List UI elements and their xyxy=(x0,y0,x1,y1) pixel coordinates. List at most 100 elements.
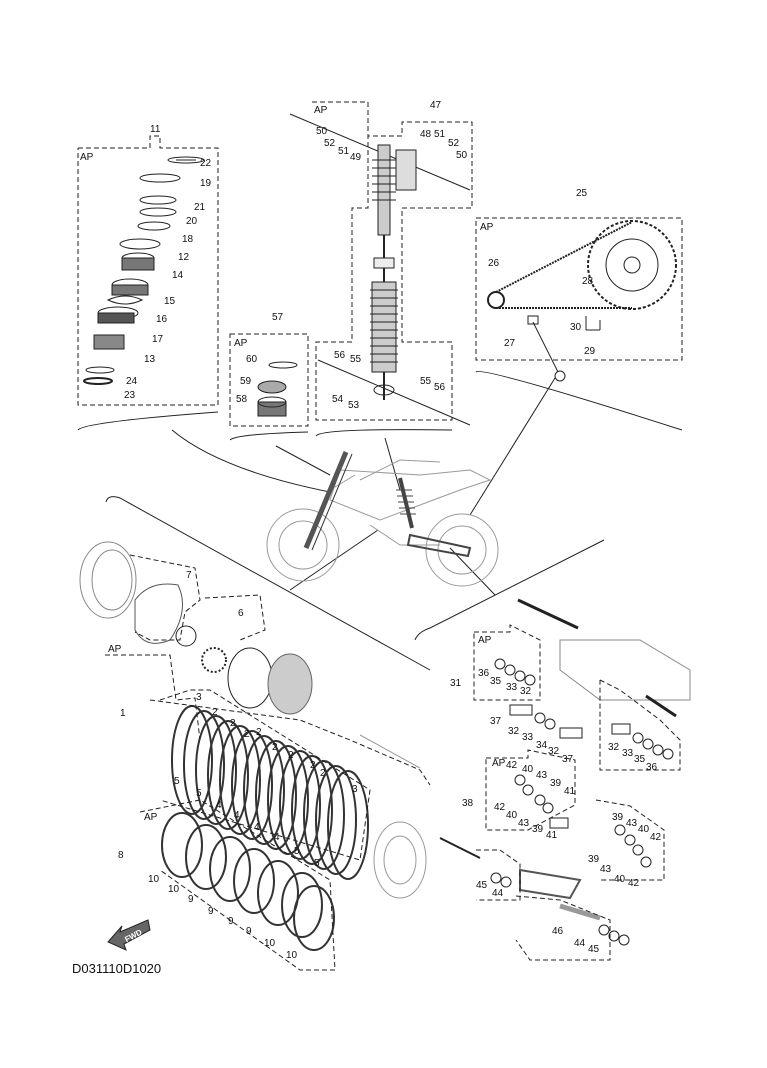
part-number-43-b: 43 xyxy=(518,818,530,829)
part-number-5-c: 5 xyxy=(294,846,300,857)
part-number-5-d: 5 xyxy=(314,858,320,869)
part-number-5-b: 5 xyxy=(196,788,202,799)
part-number-3-right: 3 xyxy=(352,784,358,795)
leader-lines xyxy=(171,377,556,596)
part-number-42-d: 42 xyxy=(628,878,640,889)
drive-chain-parts xyxy=(487,220,677,382)
part-number-29: 29 xyxy=(584,346,596,357)
part-number-47: 47 xyxy=(430,100,442,111)
part-number-59: 59 xyxy=(240,376,252,387)
panel-drive-chain xyxy=(475,217,683,361)
clutch-spring-rings xyxy=(175,625,313,715)
ap-label-47: AP xyxy=(314,105,328,116)
steering-bearing-parts xyxy=(257,361,298,417)
part-number-31: 31 xyxy=(450,678,462,689)
part-number-19: 19 xyxy=(200,178,212,189)
part-number-55-left: 55 xyxy=(350,354,362,365)
part-number-2-a: 2 xyxy=(212,707,218,718)
callout-brackets xyxy=(77,371,683,441)
part-number-40-c: 40 xyxy=(638,824,650,835)
part-number-32-d: 32 xyxy=(608,742,620,753)
part-number-6: 6 xyxy=(238,608,244,619)
link-bearing-parts xyxy=(490,658,674,946)
part-number-21: 21 xyxy=(194,202,206,213)
part-number-41-a: 41 xyxy=(564,786,576,797)
fork-seal-parts xyxy=(83,156,205,385)
part-number-10-c: 10 xyxy=(264,938,276,949)
part-number-46: 46 xyxy=(552,926,564,937)
part-number-2-d: 2 xyxy=(256,727,262,738)
panel-fork-seal-kit xyxy=(77,135,219,406)
part-number-10-b: 10 xyxy=(168,884,180,895)
part-number-10-a: 10 xyxy=(148,874,160,885)
part-number-45-b: 45 xyxy=(588,944,600,955)
ap-label-57: AP xyxy=(234,338,248,349)
part-number-2-e: 2 xyxy=(272,742,278,753)
part-number-9-b: 9 xyxy=(208,906,214,917)
part-number-2-h: 2 xyxy=(320,768,326,779)
part-number-40-a: 40 xyxy=(522,764,534,775)
part-number-4-a: 4 xyxy=(216,800,222,811)
front-fork xyxy=(303,451,353,551)
part-number-13: 13 xyxy=(144,354,156,365)
part-number-24: 24 xyxy=(126,376,138,387)
part-number-36-right: 36 xyxy=(646,762,658,773)
link-group-outlines xyxy=(473,624,681,961)
part-number-27: 27 xyxy=(504,338,516,349)
part-number-3-top: 3 xyxy=(196,692,202,703)
part-number-18: 18 xyxy=(182,234,194,245)
part-number-49: 49 xyxy=(350,152,362,163)
part-number-32-c: 32 xyxy=(548,746,560,757)
part-number-35-right: 35 xyxy=(634,754,646,765)
part-number-5-a: 5 xyxy=(174,776,180,787)
part-number-54: 54 xyxy=(332,394,344,405)
clutch-cover xyxy=(79,541,137,619)
part-number-4-d: 4 xyxy=(274,832,280,843)
part-number-42-a: 42 xyxy=(506,760,518,771)
part-number-57: 57 xyxy=(272,312,284,323)
part-number-42-b: 42 xyxy=(494,802,506,813)
drawing-code: D031110D1020 xyxy=(72,961,161,976)
part-number-11: 11 xyxy=(150,124,161,135)
part-number-14: 14 xyxy=(172,270,184,281)
fwd-arrow-icon xyxy=(107,919,151,951)
part-number-9-a: 9 xyxy=(188,894,194,905)
panel-steering-bearing xyxy=(229,333,309,427)
part-number-39-d: 39 xyxy=(588,854,600,865)
part-number-7: 7 xyxy=(186,570,192,581)
part-number-56-left: 56 xyxy=(334,350,346,361)
friction-plate-kit xyxy=(161,812,335,951)
clutch-gasket xyxy=(134,583,183,644)
part-number-32-a: 32 xyxy=(520,686,532,697)
part-number-26: 26 xyxy=(488,258,500,269)
part-number-32-b: 32 xyxy=(508,726,520,737)
part-number-40-b: 40 xyxy=(506,810,518,821)
part-number-35-left: 35 xyxy=(490,676,502,687)
part-number-12: 12 xyxy=(178,252,190,263)
part-number-60: 60 xyxy=(246,354,258,365)
panel-rear-shock xyxy=(312,101,473,421)
part-number-4-c: 4 xyxy=(254,822,260,833)
part-number-48: 48 xyxy=(420,129,432,140)
motorcycle-illustration xyxy=(266,459,499,587)
engine-group-outlines xyxy=(105,554,431,971)
part-number-51-right: 51 xyxy=(434,129,446,140)
ap-label-8: AP xyxy=(144,812,158,823)
ap-label-25: AP xyxy=(480,222,494,233)
part-number-23: 23 xyxy=(124,390,136,401)
part-number-51-left: 51 xyxy=(338,146,350,157)
part-number-9-d: 9 xyxy=(246,926,252,937)
part-number-56-right: 56 xyxy=(434,382,446,393)
part-number-55-right: 55 xyxy=(420,376,432,387)
part-number-16: 16 xyxy=(156,314,168,325)
part-number-50-left: 50 xyxy=(316,126,328,137)
part-number-30: 30 xyxy=(570,322,582,333)
part-number-43-d: 43 xyxy=(600,864,612,875)
link-section-bracket xyxy=(414,539,605,641)
part-number-52-left: 52 xyxy=(324,138,336,149)
part-number-33-mid: 33 xyxy=(522,732,534,743)
part-number-44-a: 44 xyxy=(492,888,504,899)
part-number-25: 25 xyxy=(576,188,588,199)
